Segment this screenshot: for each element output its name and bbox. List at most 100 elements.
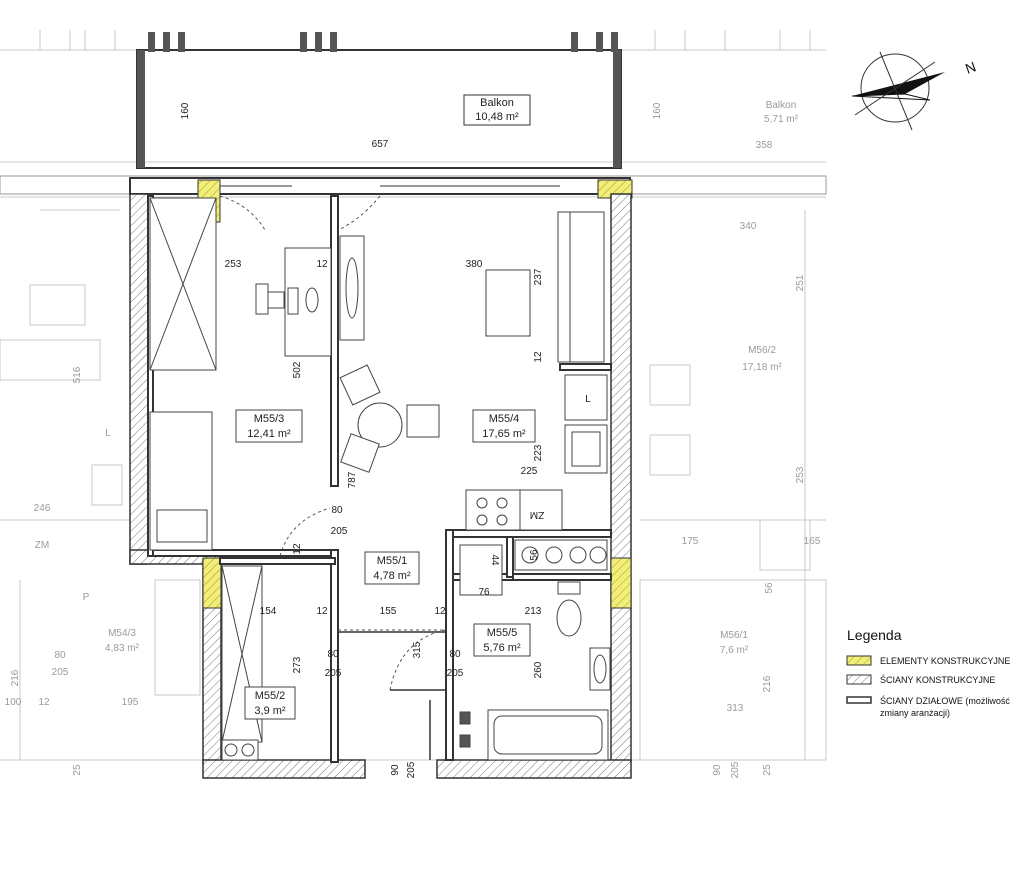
neighbor-dim-340: 340 (740, 221, 757, 232)
neighbor-dim-358: 358 (756, 140, 773, 151)
dim-door-205d: 205 (406, 761, 417, 778)
legend-swatch-partition-walls (846, 696, 872, 704)
dim-balcony-depth-right: 160 (652, 102, 663, 119)
dim-door-205b: 205 (325, 668, 342, 679)
room-label-living-id: M55/4 (489, 413, 520, 425)
neighbor-m56-2-id: M56/2 (748, 345, 776, 356)
label-fridge: L (585, 394, 591, 405)
neighbor-dim-12: 12 (38, 697, 50, 708)
neighbor-m54-3-area: 4,83 m² (105, 643, 140, 654)
closet-furniture (221, 565, 263, 761)
balcony-area: 10,48 m² (475, 111, 519, 123)
neighbor-dim-80: 80 (54, 650, 66, 661)
dim-44: 44 (489, 554, 500, 566)
balcony (136, 32, 622, 169)
exterior-walls (129, 193, 632, 779)
dim-total-787: 787 (347, 471, 358, 488)
dim-bath-213: 213 (525, 606, 542, 617)
dim-hall-155: 155 (380, 606, 397, 617)
dim-wall-12e: 12 (434, 606, 446, 617)
neighbor-dim-25l: 25 (72, 764, 83, 776)
dim-wall-12c: 12 (292, 543, 303, 555)
legend: Legenda ELEMENTY KONSTRUKCYJNE ŚCIANY KO… (846, 627, 1010, 718)
room-label-hall-area: 4,78 m² (373, 570, 411, 582)
neighbor-dim-25r: 25 (762, 764, 773, 776)
neighbor-label-l: L (105, 428, 111, 439)
neighbor-dim-516: 516 (72, 366, 83, 383)
dim-hall-154: 154 (260, 606, 277, 617)
neighbor-m56-2-area: 17,18 m² (742, 362, 782, 373)
partition-walls (147, 195, 612, 763)
neighbor-dim-165: 165 (804, 536, 821, 547)
neighbor-dim-205r: 205 (730, 761, 741, 778)
dim-door-80c: 80 (449, 649, 461, 660)
legend-swatch-structural-elements (846, 655, 872, 666)
neighbor-dim-100: 100 (5, 697, 22, 708)
room-label-closet-id: M55/2 (255, 690, 286, 702)
dim-door-205c: 205 (447, 668, 464, 679)
room-label-bath-id: M55/5 (487, 627, 518, 639)
neighbor-dim-195: 195 (122, 697, 139, 708)
dim-bath-260: 260 (533, 661, 544, 678)
neighbor-balcony-name: Balkon (766, 100, 797, 111)
dim-door-80b: 80 (327, 649, 339, 660)
room-label-living-area: 17,65 m² (482, 428, 526, 440)
dim-living-width: 380 (466, 259, 483, 270)
neighbor-balcony-area: 5,71 m² (764, 114, 799, 125)
dim-bedroom-width: 253 (225, 259, 242, 270)
neighbor-dim-246: 246 (34, 503, 51, 514)
neighbor-dim-216r: 216 (762, 675, 773, 692)
neighbor-m56-1-area: 7,6 m² (720, 645, 749, 656)
room-label-closet-area: 3,9 m² (254, 705, 286, 717)
dim-living-depth: 237 (533, 268, 544, 285)
dim-76: 76 (478, 587, 490, 598)
bedroom-furniture (149, 197, 332, 551)
legend-item-partition-walls-note: zmiany aranżacji) (880, 708, 950, 718)
neighbor-dim-175: 175 (682, 536, 699, 547)
dim-door-205a: 205 (331, 526, 348, 537)
living-furniture (339, 211, 608, 531)
compass-icon: N (851, 51, 978, 131)
neighbor-dim-216l: 216 (10, 669, 21, 686)
facade-wall (0, 175, 827, 223)
dim-hall-273: 273 (292, 656, 303, 673)
balcony-name: Balkon (480, 97, 514, 109)
dim-door-80a: 80 (331, 505, 343, 516)
room-label-bedroom-id: M55/3 (254, 413, 285, 425)
legend-item-structural-elements: ELEMENTY KONSTRUKCYJNE (880, 656, 1010, 666)
dim-wall-12b: 12 (533, 351, 544, 363)
bathroom-fixtures (459, 539, 611, 761)
neighbor-label-p: P (83, 592, 90, 603)
dim-height-502: 502 (292, 361, 303, 378)
dim-balcony-width: 657 (372, 139, 389, 150)
compass-north-label: N (963, 58, 978, 76)
dim-door-90: 90 (390, 764, 401, 776)
label-zm: ZM (530, 509, 544, 520)
dim-wall-12a: 12 (316, 259, 328, 270)
legend-item-structural-walls: ŚCIANY KONSTRUKCYJNE (880, 674, 995, 685)
neighbor-dim-90r: 90 (712, 764, 723, 776)
dim-hall-315: 315 (412, 641, 423, 658)
dim-living-223: 223 (533, 444, 544, 461)
room-label-hall-id: M55/1 (377, 555, 408, 567)
legend-swatch-structural-walls (846, 674, 872, 685)
dim-balcony-depth: 160 (180, 102, 191, 119)
neighbor-dim-205: 205 (52, 667, 69, 678)
neighbor-dim-313: 313 (727, 703, 744, 714)
legend-item-partition-walls: ŚCIANY DZIAŁOWE (możliwość (880, 695, 1010, 706)
dim-wall-12d: 12 (316, 606, 328, 617)
neighbor-dim-56: 56 (764, 582, 775, 594)
room-label-bedroom-area: 12,41 m² (247, 428, 291, 440)
door-leaves (338, 631, 446, 760)
neighbor-label-zm: ZM (35, 540, 49, 551)
door-swings (219, 195, 446, 691)
neighbor-m56-1-id: M56/1 (720, 630, 748, 641)
dim-56: 56 (529, 549, 540, 561)
room-label-bath-area: 5,76 m² (483, 642, 521, 654)
neighbor-dim-253: 253 (795, 466, 806, 483)
legend-title: Legenda (847, 627, 902, 643)
neighbor-m54-3-id: M54/3 (108, 628, 136, 639)
dim-living-225: 225 (521, 466, 538, 477)
neighbor-dim-251: 251 (795, 274, 806, 291)
